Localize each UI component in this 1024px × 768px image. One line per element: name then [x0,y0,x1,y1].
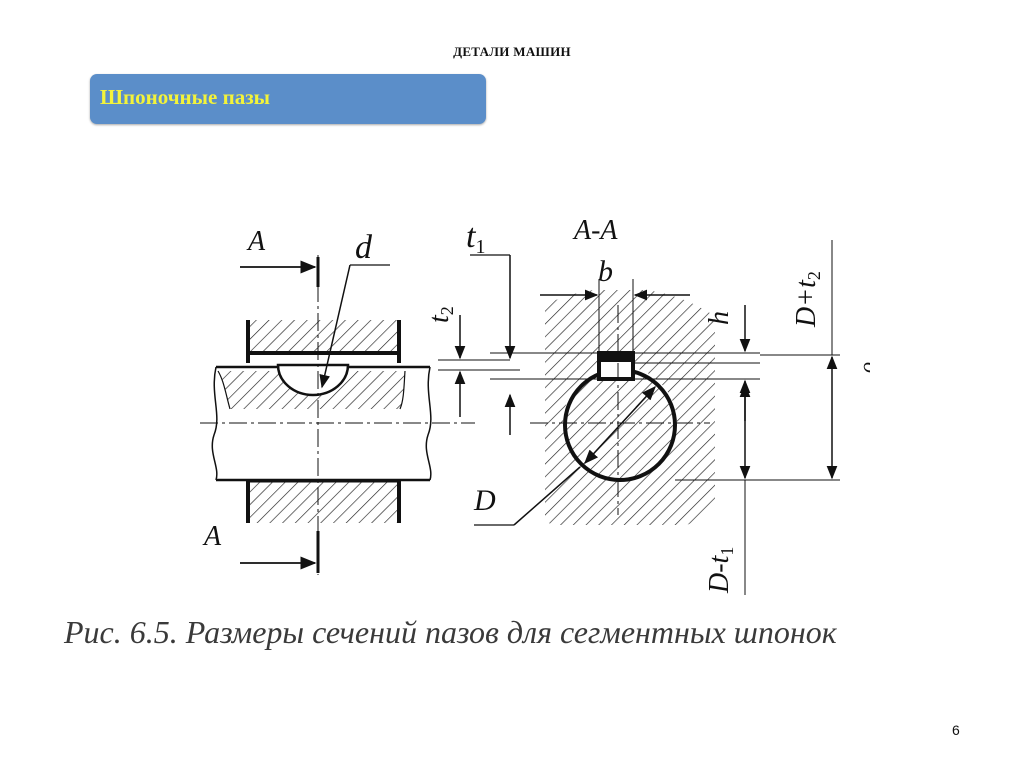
svg-text:t1: t1 [466,218,485,258]
figure-caption: Рис. 6.5. Размеры сечений пазов для сегм… [64,614,837,650]
svg-text:D-t1: D-t1 [704,547,737,594]
header-title: ДЕТАЛИ МАШИН [453,44,571,59]
label-d: d [355,229,373,266]
label-D-plus-t2: D+t [791,279,822,328]
svg-text:D+t2: D+t2 [791,271,824,328]
label-section-top: A [246,226,266,257]
depth-dimensions: t1 t2 [424,218,520,435]
label-t2-sub: 2 [437,306,457,315]
label-circle-mark: o [854,362,870,373]
label-section-view: A-A [572,215,618,246]
segment-key [276,363,350,397]
svg-text:t2: t2 [424,306,457,323]
label-D-plus-t2-sub: 2 [804,271,824,280]
label-D-minus-t1: D-t [704,554,735,594]
label-b: b [598,255,613,288]
label-section-bottom: A [202,521,222,552]
cross-section: A-A b D h D+t2 D-t1 o [473,215,870,595]
label-t1: t [466,218,477,255]
side-view: A d A [200,226,475,575]
page-number: 6 [952,722,960,738]
section-title: Шпоночные пазы [100,85,271,109]
label-D-minus-t1-sub: 1 [717,547,737,556]
hub-upper [250,320,398,353]
keyway-drawing: A d A t1 t2 [200,215,870,595]
section-banner: Шпоночные пазы [90,74,486,124]
label-t2: t [424,314,455,323]
label-h: h [704,311,735,325]
hub-lower [250,481,398,523]
label-D: D [473,484,496,517]
label-t1-sub: 1 [475,236,485,258]
